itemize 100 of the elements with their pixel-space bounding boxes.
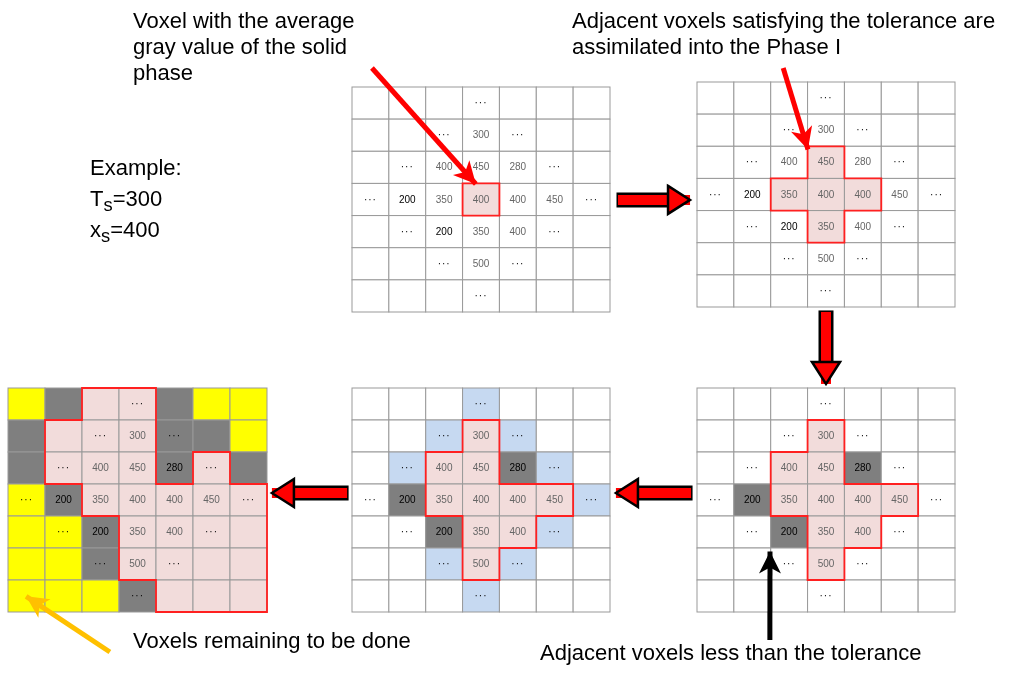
cell-value: 450	[816, 156, 836, 169]
cell-value: ···	[892, 462, 908, 474]
cell-value: 200	[54, 494, 73, 506]
cell-value: ···	[781, 252, 797, 265]
cell-value: 300	[471, 430, 491, 442]
cell-value: 300	[471, 129, 491, 142]
cell-value: ···	[399, 161, 415, 174]
cell-value: 450	[471, 462, 491, 474]
cell-value: ···	[855, 252, 871, 265]
cell-value: ···	[510, 129, 526, 142]
cell-value: ···	[892, 220, 908, 233]
cell-value: 200	[91, 526, 110, 538]
cell-value: ···	[818, 92, 834, 105]
cell-value: 300	[816, 124, 836, 137]
cell-value: ···	[130, 590, 145, 602]
cell-value: ···	[436, 558, 452, 570]
cell-value: ···	[744, 526, 760, 538]
cell-value: 350	[779, 188, 799, 201]
cell-value: ···	[93, 430, 108, 442]
cell-value: 350	[779, 494, 799, 506]
cell-value: ···	[473, 289, 489, 302]
cell-value: ···	[707, 188, 723, 201]
cell-value: ···	[19, 494, 34, 506]
cell-value: 450	[890, 188, 910, 201]
cell-value: ···	[818, 284, 834, 297]
cell-value: ···	[93, 558, 108, 570]
cell-value: ···	[56, 462, 71, 474]
cell-value: ···	[547, 161, 563, 174]
cell-value: 200	[397, 494, 417, 506]
cell-value: ···	[510, 558, 526, 570]
cell-value: 400	[508, 193, 528, 206]
cell-value: 400	[165, 494, 184, 506]
cell-value: ···	[929, 494, 945, 506]
cell-value: 350	[434, 494, 454, 506]
cell-value: ···	[204, 526, 219, 538]
cell-value: ···	[781, 430, 797, 442]
cell-value: 450	[202, 494, 221, 506]
cell-value: 500	[816, 558, 836, 570]
cell-value: ···	[167, 430, 182, 442]
cell-value: ···	[892, 156, 908, 169]
cell-value: 350	[471, 526, 491, 538]
cell-value: 350	[471, 225, 491, 238]
cell-value: ···	[547, 462, 563, 474]
cell-value: 400	[779, 156, 799, 169]
cell-value: 350	[816, 526, 836, 538]
cell-value: ···	[707, 494, 723, 506]
cell-value: 450	[816, 462, 836, 474]
cell-value: 400	[471, 193, 491, 206]
cell-value: 400	[779, 462, 799, 474]
cell-value: 400	[508, 526, 528, 538]
cell-value: ···	[818, 590, 834, 602]
cell-value: ···	[167, 558, 182, 570]
cell-value: ···	[929, 188, 945, 201]
cell-value: ···	[781, 558, 797, 570]
cell-value: 400	[471, 494, 491, 506]
annotation-text: Voxel with the average gray value of the solid phase	[133, 8, 393, 86]
cell-value: ···	[241, 494, 256, 506]
cell-value: ···	[436, 257, 452, 270]
annotation-text: Adjacent voxels less than the tolerance	[540, 640, 1012, 666]
cell-value: 280	[853, 156, 873, 169]
example-text: x$_{s}$=400	[90, 217, 160, 249]
cell-value: 500	[816, 252, 836, 265]
cell-value: 400	[853, 220, 873, 233]
cell-value: ···	[510, 430, 526, 442]
cell-value: ···	[473, 97, 489, 110]
cell-value: 350	[91, 494, 110, 506]
cell-value: 450	[890, 494, 910, 506]
cell-value: 280	[508, 161, 528, 174]
cell-value: 200	[742, 494, 762, 506]
cell-value: 400	[91, 462, 110, 474]
cell-value: 200	[779, 220, 799, 233]
cell-value: 280	[853, 462, 873, 474]
cell-value: 400	[508, 225, 528, 238]
cell-value: ···	[781, 124, 797, 137]
cell-value: ···	[892, 526, 908, 538]
cell-value: ···	[744, 156, 760, 169]
annotation-text: Adjacent voxels satisfying the tolerance are assimilated into the Phase I	[572, 8, 1012, 60]
cell-value: 400	[853, 526, 873, 538]
cell-value: ···	[362, 494, 378, 506]
cell-value: 400	[508, 494, 528, 506]
cell-value: 500	[471, 257, 491, 270]
cell-value: 400	[853, 188, 873, 201]
cell-value: ···	[818, 398, 834, 410]
cell-value: 200	[434, 526, 454, 538]
cell-value: 450	[545, 494, 565, 506]
cell-value: 200	[742, 188, 762, 201]
cell-value: ···	[510, 257, 526, 270]
cell-value: 450	[545, 193, 565, 206]
cell-value: ···	[855, 124, 871, 137]
annotation-text: Voxels remaining to be done	[133, 628, 478, 654]
cell-value: ···	[855, 430, 871, 442]
cell-value: ···	[547, 526, 563, 538]
example-text: T$_{s}$=300	[90, 186, 163, 218]
cell-value: 400	[434, 462, 454, 474]
cell-value: ···	[547, 225, 563, 238]
cell-value: 350	[434, 193, 454, 206]
cell-value: ···	[130, 398, 145, 410]
cell-value: 280	[165, 462, 184, 474]
cell-value: ···	[473, 590, 489, 602]
cell-value: 450	[128, 462, 147, 474]
